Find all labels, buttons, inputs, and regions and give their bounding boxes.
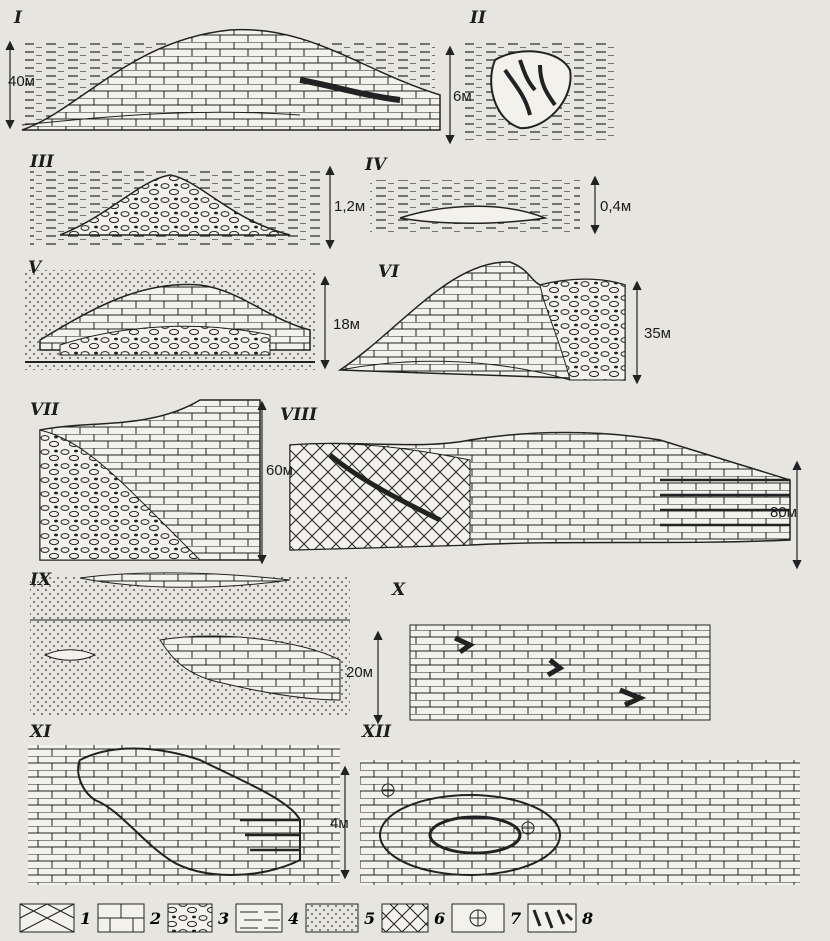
- panel-VII-drawing: [40, 400, 260, 560]
- panel-label-XII: XII: [362, 722, 391, 742]
- panel-label-V: V: [28, 258, 41, 278]
- panel-II-drawing: [465, 40, 615, 140]
- panel-label-IV: IV: [365, 155, 386, 175]
- height-label-XI: 4м: [330, 815, 349, 832]
- height-label-VIII: 80м: [770, 504, 797, 521]
- height-label-VII: 60м: [266, 462, 293, 479]
- legend-number-2: 2: [149, 909, 161, 928]
- height-label-VI: 35м: [644, 325, 671, 342]
- legend-symbol-6: [382, 904, 428, 932]
- legend-number-8: 8: [581, 909, 593, 928]
- legend-symbol-2: [98, 904, 144, 932]
- legend-number-3: 3: [218, 909, 229, 928]
- panel-VIII-drawing: [290, 433, 790, 551]
- legend: 1 2 3 4 5 6 7 8: [18, 900, 828, 936]
- panel-label-II: II: [470, 8, 486, 28]
- legend-symbol-1: [20, 904, 74, 932]
- panel-V-drawing: [25, 270, 315, 370]
- legend-number-1: 1: [80, 909, 91, 928]
- panel-label-VI: VI: [378, 262, 399, 282]
- legend-symbol-3: [168, 904, 212, 932]
- legend-symbol-4: [236, 904, 282, 932]
- height-label-II: 6м: [453, 88, 472, 105]
- legend-number-5: 5: [364, 909, 375, 928]
- panel-label-X: X: [392, 580, 405, 600]
- legend-number-7: 7: [510, 909, 521, 928]
- panel-III-drawing: [30, 170, 320, 245]
- height-label-X: 20м: [346, 664, 373, 681]
- legend-number-4: 4: [288, 909, 299, 928]
- legend-symbol-7: [452, 904, 504, 932]
- legend-number-6: 6: [434, 909, 445, 928]
- panel-I-drawing: [22, 30, 440, 130]
- panel-X-drawing: [410, 625, 710, 720]
- panel-label-IX: IX: [30, 570, 51, 590]
- panel-label-XI: XI: [30, 722, 51, 742]
- panel-label-I: I: [14, 8, 22, 28]
- panel-label-VII: VII: [30, 400, 59, 420]
- panel-IV-drawing: [370, 180, 580, 235]
- height-label-V: 18м: [333, 316, 360, 333]
- height-label-IV: 0,4м: [600, 198, 631, 215]
- legend-symbol-5: [306, 904, 358, 932]
- height-label-III: 1,2м: [334, 198, 365, 215]
- height-label-I: 40м: [8, 73, 35, 90]
- panel-label-III: III: [30, 152, 54, 172]
- panel-IX-drawing: [30, 573, 350, 715]
- panel-XII-drawing: [360, 760, 800, 885]
- panel-XI-drawing: [28, 745, 340, 885]
- legend-symbol-8: [528, 904, 576, 932]
- panel-label-VIII: VIII: [280, 405, 317, 425]
